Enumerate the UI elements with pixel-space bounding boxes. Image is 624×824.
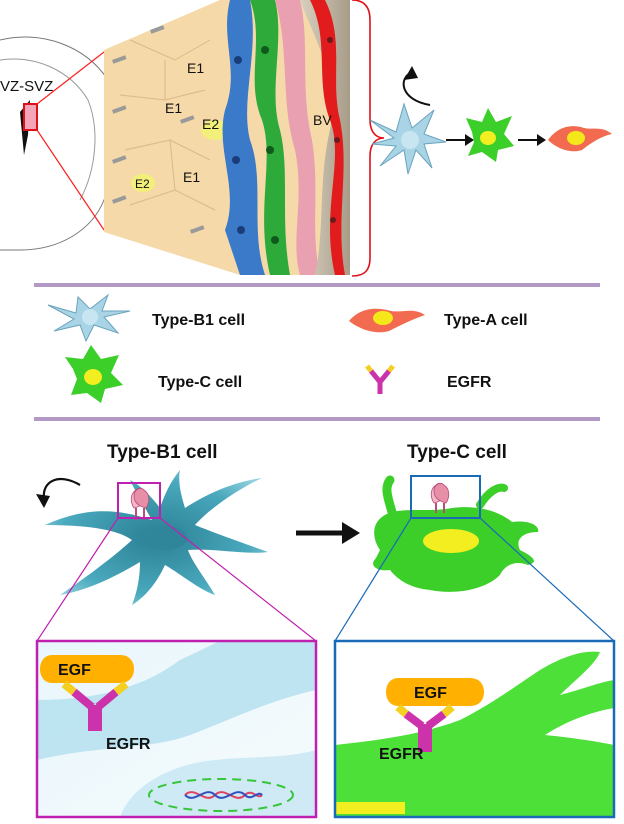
type-c-cell-large bbox=[373, 475, 539, 592]
brain-section: VZ-SVZ bbox=[0, 36, 120, 251]
left-egf-ligand: EGF bbox=[40, 655, 134, 683]
right-egfr-receptor-icon bbox=[395, 703, 455, 752]
legend-egfr-label: EGFR bbox=[447, 374, 492, 391]
ependymal-label: E1 bbox=[165, 100, 182, 116]
type-b1-cell-large bbox=[45, 470, 268, 605]
left-egfr-label: EGFR bbox=[106, 736, 151, 753]
type-a-cell-icon bbox=[548, 126, 612, 152]
ependymal-label: E2 bbox=[202, 116, 219, 132]
legend-type-b1-label: Type-B1 cell bbox=[152, 312, 245, 329]
left-inset-frame bbox=[35, 639, 318, 819]
lineage bbox=[369, 66, 612, 175]
type-b1-title: Type-B1 cell bbox=[107, 442, 218, 463]
svz-niche: E1 E1 E2 E1 E2 BV bbox=[104, 0, 350, 275]
legend-type-a-icon bbox=[349, 308, 425, 333]
legend-type-a-label: Type-A cell bbox=[444, 312, 528, 329]
nucleus-outline bbox=[148, 778, 294, 812]
type-c-title: Type-C cell bbox=[407, 442, 507, 463]
right-inset-frame bbox=[333, 639, 616, 819]
left-zoom-box bbox=[117, 482, 161, 519]
right-egf-ligand: EGF bbox=[386, 678, 484, 706]
svz-highlight-box bbox=[23, 103, 38, 131]
left-egfr-receptor-icon bbox=[61, 680, 129, 731]
left-egf-label: EGF bbox=[58, 662, 91, 679]
right-inset bbox=[333, 639, 616, 819]
type-c-cell-icon bbox=[466, 108, 514, 162]
left-inset bbox=[35, 639, 318, 819]
ependymal-label: E1 bbox=[183, 169, 200, 185]
legend-type-c-icon bbox=[65, 345, 123, 403]
ependymal-label: E2 bbox=[135, 177, 150, 191]
blood-vessel-label: BV bbox=[313, 112, 332, 128]
region-label: VZ-SVZ bbox=[0, 78, 53, 95]
legend: Type-B1 cell Type-A cell Type-C cell EGF… bbox=[47, 293, 528, 403]
self-renewal-arrow-large bbox=[42, 478, 81, 499]
right-egfr-label: EGFR bbox=[379, 746, 424, 763]
legend-type-c-label: Type-C cell bbox=[158, 374, 242, 391]
legend-egfr-icon bbox=[365, 364, 395, 394]
ependymal-label: E1 bbox=[187, 60, 204, 76]
bracket bbox=[351, 0, 385, 277]
egfr-dimer-icon bbox=[430, 483, 450, 513]
legend-type-b1-icon bbox=[47, 293, 131, 343]
zoom-lines bbox=[36, 51, 105, 231]
transition-arrow bbox=[296, 522, 360, 544]
right-zoom-box bbox=[410, 475, 481, 519]
right-egf-label: EGF bbox=[414, 685, 447, 702]
type-b1-cell-icon bbox=[369, 102, 447, 175]
